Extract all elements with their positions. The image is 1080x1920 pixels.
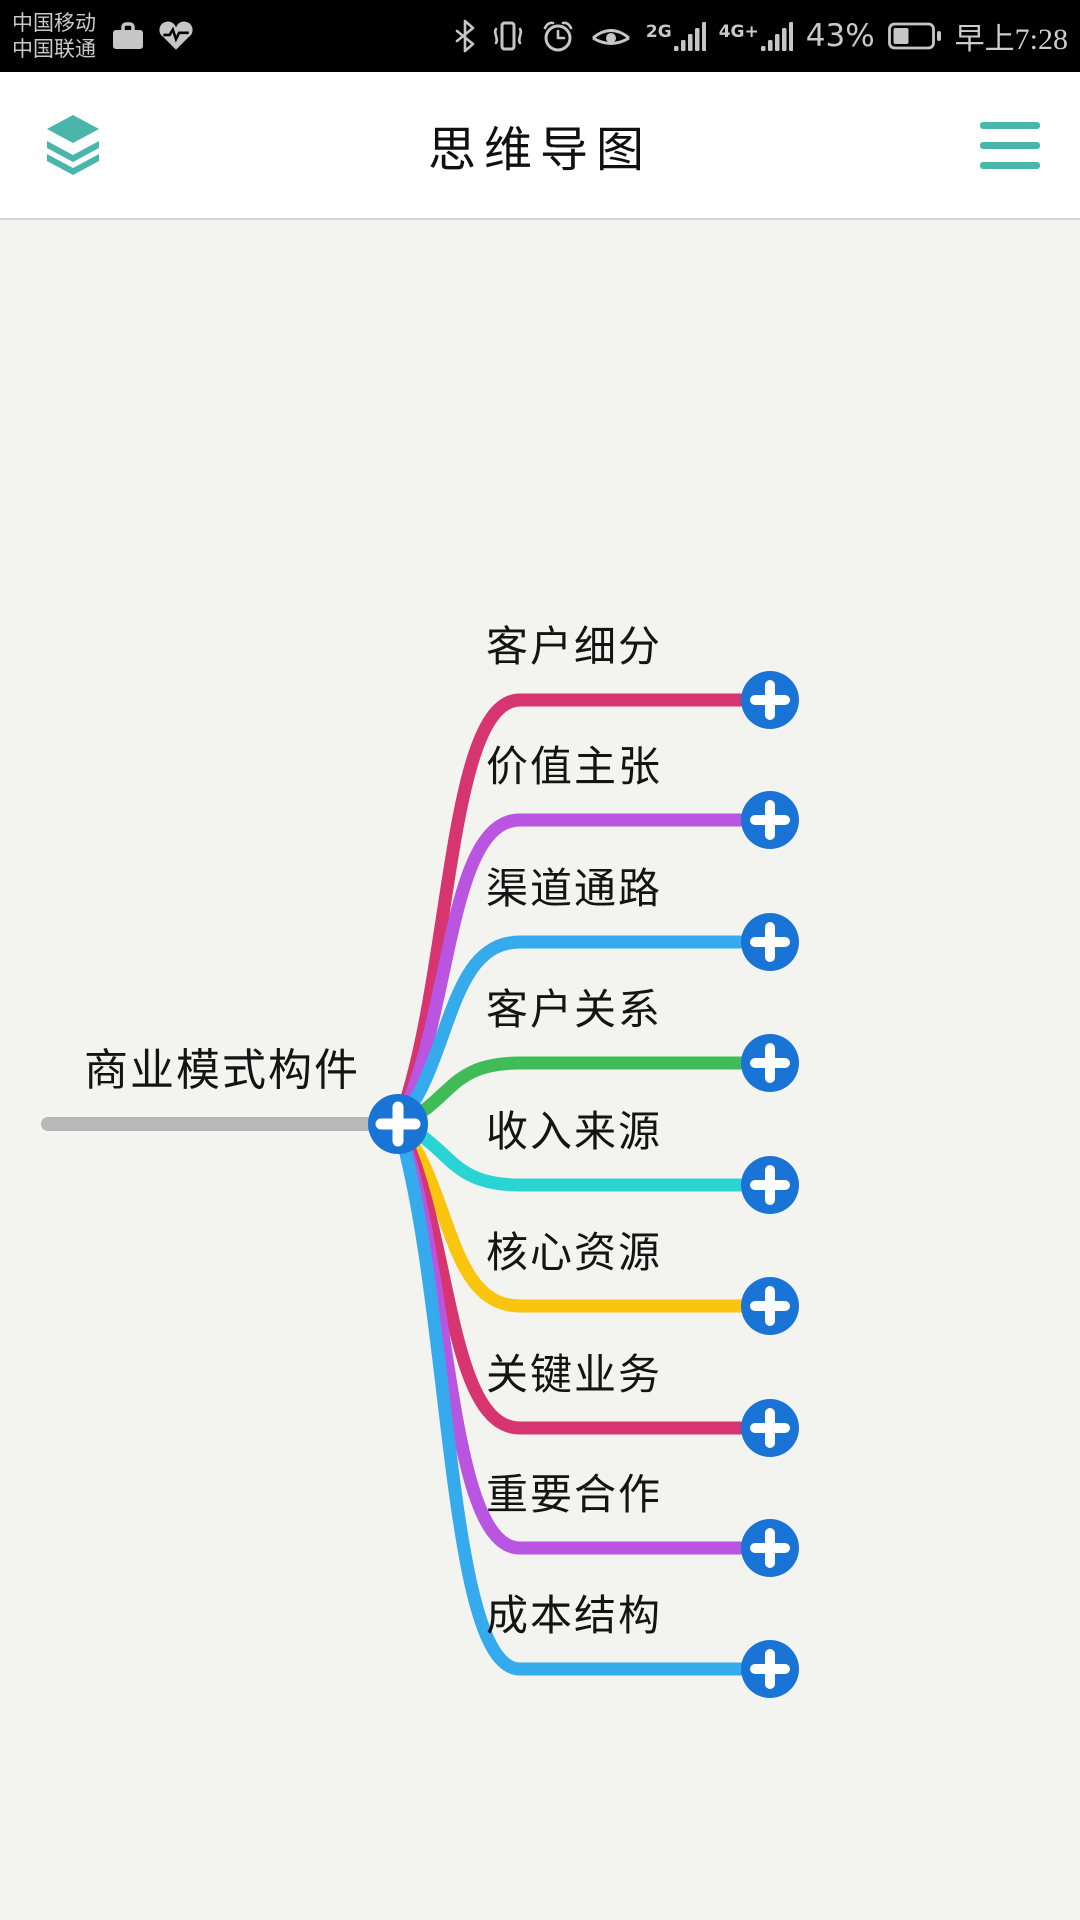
signal-2g: 2G	[646, 21, 706, 51]
plus-icon	[750, 800, 790, 840]
branch-line	[391, 1117, 769, 1676]
child-node-label[interactable]: 收入来源	[486, 1110, 663, 1156]
add-root-node-button[interactable]	[368, 1094, 428, 1154]
carrier-line1: 中国移动	[12, 11, 96, 35]
menu-bar	[980, 121, 1040, 129]
add-child-node-button[interactable]	[741, 671, 799, 729]
add-child-node-button[interactable]	[741, 1399, 799, 1457]
plus-icon	[750, 1649, 790, 1689]
signal-4g: 4G+	[719, 21, 793, 51]
carrier-labels: 中国移动 中国联通	[12, 10, 96, 62]
network-4g-label: 4G+	[718, 22, 759, 42]
add-child-node-button[interactable]	[741, 791, 799, 849]
branch-line	[391, 813, 769, 1131]
child-node-label[interactable]: 客户细分	[486, 625, 663, 671]
menu-button[interactable]	[980, 121, 1040, 169]
add-child-node-button[interactable]	[741, 1277, 799, 1335]
signal-bars-icon	[760, 22, 793, 51]
battery-icon	[887, 22, 941, 50]
add-child-node-button[interactable]	[741, 1034, 799, 1092]
status-bar: 中国移动 中国联通 2G	[0, 0, 1080, 72]
alarm-icon	[543, 21, 573, 52]
plus-icon	[375, 1101, 421, 1147]
page-title: 思维导图	[427, 124, 652, 177]
child-node-label[interactable]: 客户关系	[486, 988, 663, 1034]
plus-icon	[750, 680, 790, 720]
add-child-node-button[interactable]	[741, 1640, 799, 1698]
add-child-node-button[interactable]	[741, 1519, 799, 1577]
clock-time: 早上7:28	[954, 23, 1068, 56]
network-2g-label: 2G	[645, 22, 672, 42]
plus-icon	[750, 1165, 790, 1205]
battery-percent: 43%	[805, 18, 875, 54]
add-child-node-button[interactable]	[741, 913, 799, 971]
plus-icon	[750, 922, 790, 962]
child-node-label[interactable]: 渠道通路	[486, 867, 663, 913]
mindmap-graph	[41, 671, 799, 1698]
briefcase-icon	[113, 22, 143, 49]
signal-bars-icon	[673, 22, 706, 51]
carrier-line2: 中国联通	[12, 37, 96, 61]
branch-line	[391, 935, 769, 1131]
child-node-label[interactable]: 关键业务	[486, 1353, 663, 1399]
health-heart-icon	[159, 21, 193, 50]
plus-icon	[750, 1528, 790, 1568]
mindmap-canvas[interactable]: 商业模式构件 客户细分价值主张渠道通路客户关系收入来源核心资源关键业务重要合作成本…	[0, 220, 1080, 1920]
bluetooth-icon	[455, 19, 475, 53]
mindmap-labels: 商业模式构件 客户细分价值主张渠道通路客户关系收入来源核心资源关键业务重要合作成本…	[0, 220, 1080, 1920]
child-node-label[interactable]: 重要合作	[486, 1473, 663, 1519]
eye-comfort-icon	[591, 29, 630, 45]
vibrate-icon	[493, 21, 523, 51]
plus-icon	[750, 1408, 790, 1448]
child-node-label[interactable]: 核心资源	[486, 1231, 663, 1277]
add-child-node-button[interactable]	[741, 1156, 799, 1214]
root-node-label[interactable]: 商业模式构件	[84, 1046, 360, 1095]
plus-icon	[750, 1043, 790, 1083]
child-node-label[interactable]: 价值主张	[486, 745, 663, 791]
plus-icon	[750, 1286, 790, 1326]
app-header: 思维导图	[0, 72, 1080, 220]
menu-bar	[980, 161, 1040, 169]
menu-bar	[980, 141, 1040, 149]
child-node-label[interactable]: 成本结构	[486, 1594, 663, 1640]
layers-logo-icon[interactable]	[40, 114, 106, 176]
